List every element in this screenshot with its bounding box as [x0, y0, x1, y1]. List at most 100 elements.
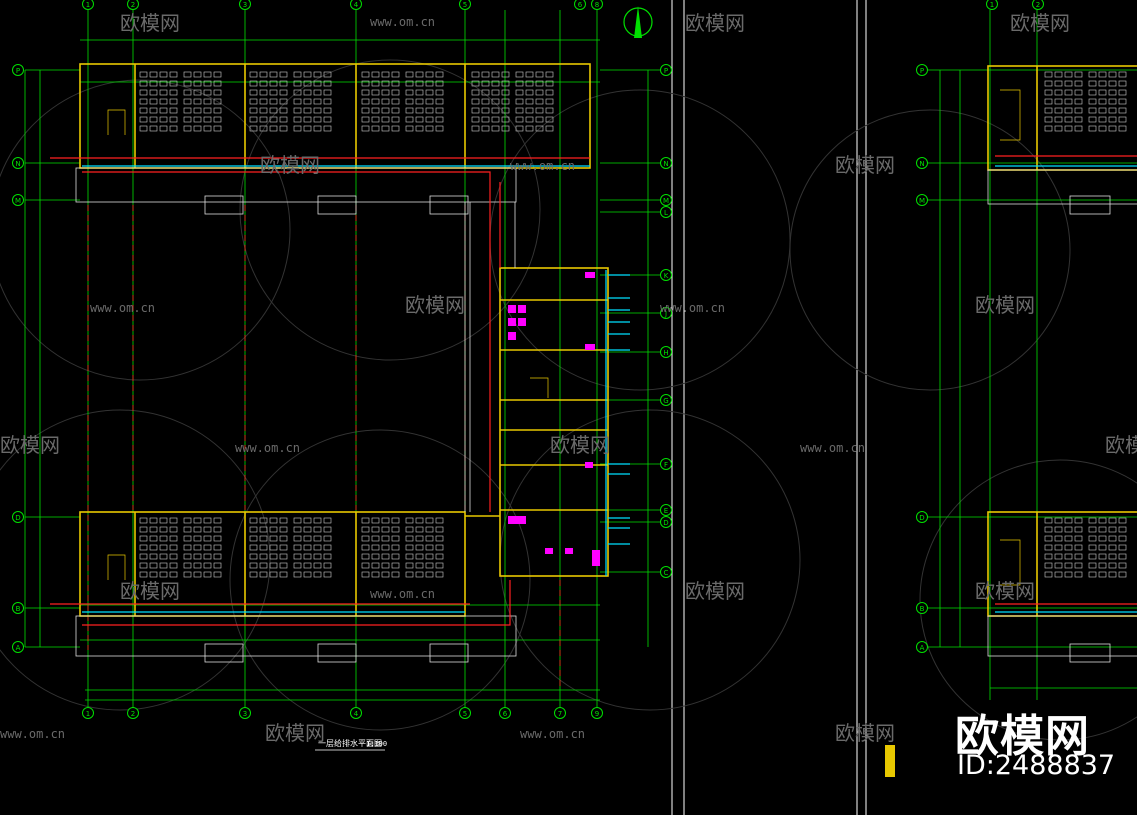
watermark-url: www.om.cn	[90, 301, 155, 315]
row-bubble-right-view	[916, 602, 928, 614]
row-bubble-left	[12, 602, 24, 614]
axis-bubble-top-label: 5	[463, 1, 467, 9]
watermark-url: www.om.cn	[0, 727, 65, 741]
row-bubble-left	[12, 194, 24, 206]
watermark-brand: 欧模网	[0, 433, 60, 457]
row-bubble-right	[660, 64, 672, 76]
classroom-desks	[139, 71, 554, 578]
row-bubble-left-label: D	[15, 514, 20, 522]
row-bubble-right-view	[916, 641, 928, 653]
axis-bubble-top-label: 4	[354, 1, 359, 9]
watermark-url: www.om.cn	[370, 587, 435, 601]
row-bubble-right	[660, 157, 672, 169]
axis-bubble-top	[127, 0, 139, 10]
watermark-brand: 欧模网	[120, 11, 180, 35]
row-bubble-right-view-label: D	[919, 514, 924, 522]
axis-bubble-right-view-label: 2	[1036, 1, 1040, 9]
row-bubble-right-label: N	[663, 160, 668, 168]
row-bubble-right-view-label: P	[920, 67, 924, 75]
viewport-dividers	[671, 0, 867, 815]
row-bubble-left-label: N	[15, 160, 20, 168]
axis-bubble-top-label: 1	[86, 1, 90, 9]
row-bubble-right-view-label: B	[920, 605, 925, 613]
row-bubble-right	[660, 504, 672, 516]
row-bubble-right	[660, 307, 672, 319]
watermark-brand: 欧模网	[1010, 11, 1070, 35]
row-bubble-right-view	[916, 64, 928, 76]
watermark-urls: www.om.cn www.om.cn www.om.cn www.om.cn …	[0, 15, 865, 741]
row-bubble-right	[660, 194, 672, 206]
row-bubble-right-label: L	[664, 209, 668, 217]
row-bubble-right-label: F	[664, 461, 668, 469]
row-bubble-left-label: M	[15, 197, 21, 205]
legend-strip	[885, 745, 895, 777]
brand-name: 欧模网	[955, 711, 1090, 762]
axis-bubble-bottom-label: 9	[595, 710, 599, 718]
toilet-fixtures	[508, 272, 600, 566]
watermark-brand: 欧模网	[835, 721, 895, 745]
row-bubble-right	[660, 458, 672, 470]
axis-bubble-top-label: 3	[243, 1, 247, 9]
row-bubble-right	[660, 206, 672, 218]
north-arrow-icon	[623, 6, 653, 38]
axis-bubble-top	[591, 0, 603, 10]
row-bubble-right-label: M	[663, 197, 669, 205]
left-row-lines	[24, 69, 660, 648]
axis-bubble-top	[350, 0, 362, 10]
left-axis-lines	[80, 10, 600, 710]
watermark-brand: 欧模网	[405, 293, 465, 317]
axis-bubble-bottom	[554, 707, 566, 719]
watermarks: 欧模网 欧模网 欧模网 欧模网 欧模网 欧模网 欧模网 欧模网 欧模网 欧模网 …	[0, 11, 1137, 745]
axis-bubble-bottom-label: 4	[354, 710, 359, 718]
watermark-url: www.om.cn	[660, 301, 725, 315]
drain-pipes-cyan	[82, 165, 630, 613]
axis-bubble-bottom	[127, 707, 139, 719]
watermark-url: www.om.cn	[235, 441, 300, 455]
row-bubble-right	[660, 516, 672, 528]
watermark-url: www.om.cn	[370, 15, 435, 29]
row-bubble-right-view	[916, 194, 928, 206]
row-bubble-right-label: E	[664, 507, 668, 515]
row-bubble-left	[12, 157, 24, 169]
stairs	[107, 89, 1021, 586]
pipe-centerlines	[87, 205, 561, 690]
axis-bubble-bottom-label: 6	[503, 710, 508, 718]
row-bubble-left	[12, 64, 24, 76]
right-view-plan	[925, 10, 1137, 700]
row-bubble-right-label: G	[663, 397, 668, 405]
row-bubble-left-label: B	[16, 605, 21, 613]
axis-bubble-right-view	[986, 0, 998, 10]
axis-bubble-bottom	[82, 707, 94, 719]
watermark-brand: 欧模网	[1105, 433, 1137, 457]
row-bubble-left-label: A	[16, 644, 21, 652]
axis-bubble-right-view	[1032, 0, 1044, 10]
row-bubble-left	[12, 641, 24, 653]
axis-bubble-bottom-label: 1	[86, 710, 90, 718]
watermark-url: www.om.cn	[510, 159, 575, 173]
axis-bubble-top	[82, 0, 94, 10]
row-bubble-right-label: C	[664, 569, 669, 577]
axis-bubble-bottom	[350, 707, 362, 719]
row-bubble-left-label: P	[16, 67, 20, 75]
watermark-url: www.om.cn	[800, 441, 865, 455]
row-bubble-left	[12, 511, 24, 523]
watermark-brand: 欧模网	[975, 579, 1035, 603]
row-bubble-right	[660, 269, 672, 281]
drawing-title: 一层给排水平面图	[318, 738, 382, 748]
watermark-brand: 欧模网	[265, 721, 325, 745]
axis-bubble-top	[574, 0, 586, 10]
drawing-title-block: 一层给排水平面图 1:100	[315, 738, 387, 751]
axis-bubble-bottom-label: 7	[558, 710, 562, 718]
row-bubble-right-view	[916, 157, 928, 169]
axis-bubble-top-label: 8	[595, 1, 599, 9]
axis-bubble-top-label: 2	[131, 1, 135, 9]
row-bubble-right	[660, 566, 672, 578]
row-bubble-right	[660, 394, 672, 406]
watermark-brand: 欧模网	[550, 433, 610, 457]
row-bubble-right	[660, 346, 672, 358]
watermark-brand: 欧模网	[685, 579, 745, 603]
watermark-url: www.om.cn	[520, 727, 585, 741]
row-bubble-right-label: D	[663, 519, 668, 527]
watermark-brand: 欧模网	[120, 579, 180, 603]
